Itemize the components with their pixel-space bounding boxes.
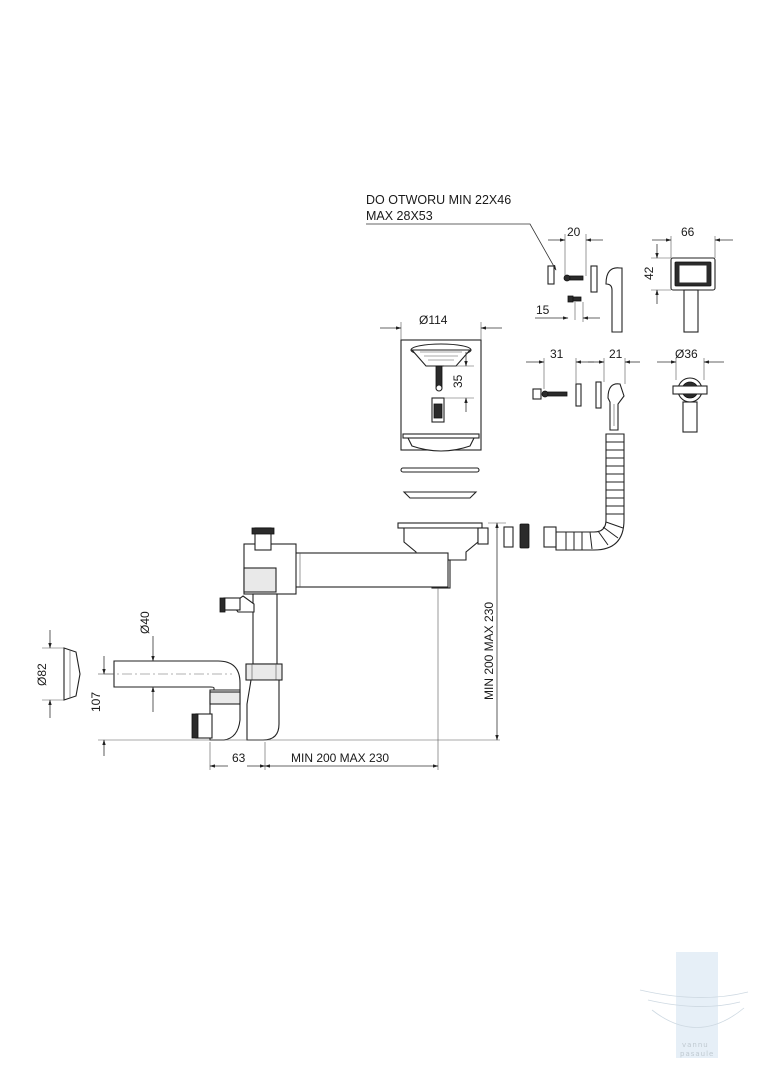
strainer [400,339,482,452]
dim-66: 66 [652,225,733,258]
outlet-elbow [104,660,241,691]
svg-text:15: 15 [536,303,550,317]
overflow-plate [547,265,555,285]
dim-63: 63 [209,742,266,770]
svg-text:35: 35 [451,374,465,388]
dim-40: Ø40 [138,611,155,712]
svg-text:vannu: vannu [682,1041,709,1049]
dim-42: 42 [642,244,671,304]
watermark-logo: vannu pasaule [639,952,749,1058]
dim-21: 21 [588,347,640,384]
svg-text:66: 66 [681,225,695,239]
connector-parts [532,381,625,431]
svg-text:107: 107 [89,692,103,712]
dim-31: 31 [526,347,594,389]
dim-20: 20 [548,225,603,276]
note-leader [366,223,557,271]
overflow-parts [547,265,623,333]
overflow-box [670,257,716,333]
note-line-1: DO OTWORU MIN 22X46 [366,193,511,207]
svg-text:Ø36: Ø36 [675,347,698,361]
siphon-main [191,527,449,741]
overflow-body [605,267,623,333]
dim-horizontal-range: MIN 200 MAX 230 [264,588,439,770]
svg-text:42: 42 [642,266,656,280]
dim-114: Ø114 [380,313,502,340]
dim-35: 35 [444,352,474,412]
svg-text:pasaule: pasaule [680,1050,714,1058]
overflow-washer [590,265,598,293]
dim-vertical-range: MIN 200 MAX 230 [482,522,506,741]
svg-text:MIN 200 MAX 230: MIN 200 MAX 230 [482,602,496,700]
svg-text:MIN 200 MAX 230: MIN 200 MAX 230 [291,751,389,765]
gasket-bottom [402,491,478,499]
note-line-2: MAX 28X53 [366,209,433,223]
svg-text:Ø114: Ø114 [419,313,448,327]
overflow-flex-hose [503,433,625,551]
svg-text:20: 20 [567,225,581,239]
svg-text:21: 21 [609,347,623,361]
dim-82: Ø82 [35,630,64,718]
svg-text:Ø40: Ø40 [138,611,152,634]
dim-36: Ø36 [657,347,724,380]
svg-text:Ø82: Ø82 [35,663,49,686]
gasket-top [400,467,480,473]
dim-107: 107 [89,656,500,756]
wall-cap [63,647,81,701]
svg-text:31: 31 [550,347,564,361]
dim-15: 15 [535,302,600,322]
connector-top-view [672,377,708,433]
svg-text:63: 63 [232,751,246,765]
